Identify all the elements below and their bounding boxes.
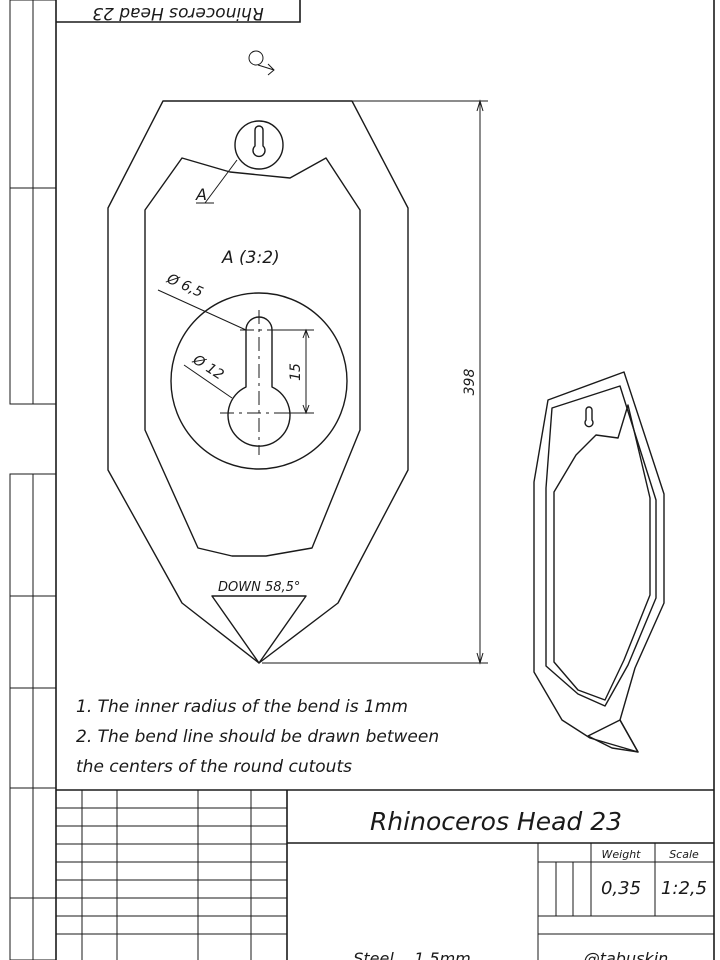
- part-outline: [107, 100, 409, 664]
- top-stamp: Rhinoceros Head 23: [56, 0, 301, 23]
- dim-overall-height: 398: [462, 369, 478, 396]
- bend-label: DOWN 58,5°: [218, 580, 300, 595]
- notes: 1. The inner radius of the bend is 1mm 2…: [76, 697, 439, 777]
- weight-header: Weight: [602, 848, 642, 861]
- keyhole-small: A: [195, 120, 284, 204]
- note-1: 1. The inner radius of the bend is 1mm: [76, 697, 408, 717]
- scale-value: 1:2,5: [661, 878, 707, 899]
- title-block-title: Rhinoceros Head 23: [370, 807, 622, 836]
- drawing-frame: [9, 0, 715, 960]
- overall-dimension: 398: [262, 99, 488, 665]
- side-view: [533, 371, 665, 753]
- note-2: 2. The bend line should be drawn between: [76, 727, 439, 747]
- detail-ref-label: A: [195, 185, 207, 204]
- scale-header: Scale: [669, 848, 699, 861]
- detail-view: A (3:2) 15 Ø 6,5 Ø 12: [157, 248, 348, 470]
- dim-slot-width: Ø 6,5: [163, 271, 205, 301]
- weight-value: 0,35: [601, 878, 641, 899]
- dim-hole-diameter: Ø 12: [189, 351, 227, 383]
- title-block: Rhinoceros Head 23 Weight Scale 0,35 1:2…: [56, 789, 714, 960]
- note-3: the centers of the round cutouts: [76, 757, 352, 777]
- top-stamp-text: Rhinoceros Head 23: [92, 3, 263, 23]
- dim-slot-length: 15: [288, 363, 304, 381]
- author-label: @tabuskin: [584, 949, 669, 960]
- rotation-symbol-icon: [248, 50, 275, 76]
- view-label: A (3:2): [221, 248, 280, 268]
- material-label: Steel 1,5mm: [353, 949, 471, 960]
